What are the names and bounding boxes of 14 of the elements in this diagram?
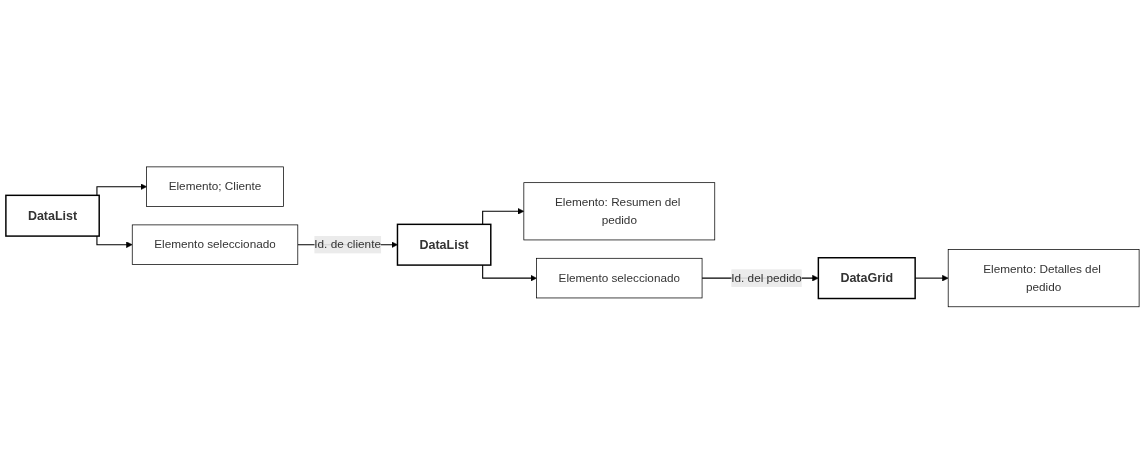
arrow (96, 235, 133, 248)
arrow (482, 207, 525, 225)
node-box: DataList (5, 194, 100, 237)
node-box: Elemento: Detalles del pedido (947, 248, 1140, 307)
node-box: Elemento: Resumen del pedido (523, 181, 716, 240)
node-box: DataList (396, 223, 492, 266)
node-box: Elemento seleccionado (536, 257, 703, 298)
node-box: DataGrid (817, 256, 916, 299)
node-box: Elemento seleccionado (131, 224, 299, 265)
edge-label: Id. de cliente (314, 237, 381, 251)
arrow (96, 183, 147, 196)
arrow (482, 264, 537, 282)
edge-label: Id. del pedido (731, 271, 802, 284)
node-box: Elemento; Cliente (146, 166, 284, 207)
